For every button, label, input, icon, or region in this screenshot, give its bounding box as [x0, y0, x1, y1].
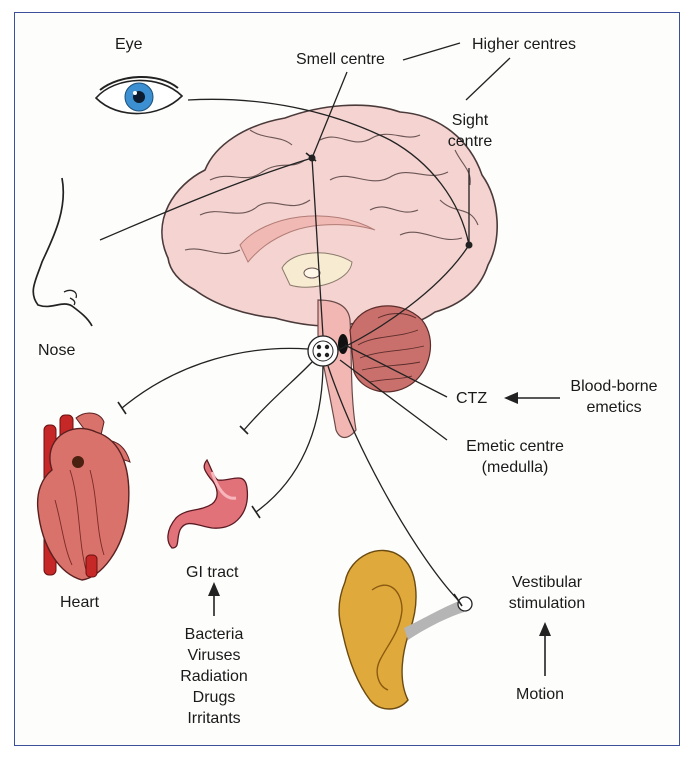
- gi-tract: [168, 460, 247, 548]
- heart: [38, 413, 130, 580]
- nose: [33, 178, 92, 326]
- sight-centre-line-2: centre: [440, 131, 500, 152]
- ear: [339, 550, 472, 709]
- nose-label: Nose: [38, 340, 75, 361]
- vestibular-stimulation-label: Vestibular stimulation: [492, 572, 602, 614]
- emetic-centre-node: [308, 336, 338, 366]
- ctz-spot: [338, 334, 348, 354]
- blood-borne-emetics-label: Blood-borne emetics: [562, 376, 666, 418]
- gi-cause-item: Irritants: [164, 708, 264, 729]
- cerebellum: [350, 306, 431, 392]
- brainstem: [318, 300, 356, 438]
- smell-centre-label: Smell centre: [296, 49, 385, 70]
- higher-centres-label: Higher centres: [472, 34, 576, 55]
- emetic-centre-line-1: Emetic centre: [450, 436, 580, 457]
- motion-label: Motion: [516, 684, 564, 705]
- blood-borne-line-1: Blood-borne: [562, 376, 666, 397]
- eye-label: Eye: [115, 34, 143, 55]
- emetic-centre-line-2: (medulla): [450, 457, 580, 478]
- vestibular-line-1: Vestibular: [492, 572, 602, 593]
- gi-cause-item: Radiation: [164, 666, 264, 687]
- gi-tract-label: GI tract: [186, 562, 238, 583]
- vestibular-line-2: stimulation: [492, 593, 602, 614]
- sight-centre-label: Sight centre: [440, 110, 500, 152]
- sight-centre-line-1: Sight: [440, 110, 500, 131]
- brain: [162, 105, 497, 437]
- ctz-label: CTZ: [456, 388, 487, 409]
- heart-label: Heart: [60, 592, 99, 613]
- gi-cause-item: Drugs: [164, 687, 264, 708]
- eye: [96, 77, 182, 114]
- gi-cause-item: Bacteria: [164, 624, 264, 645]
- gi-causes-list: Bacteria Viruses Radiation Drugs Irritan…: [164, 624, 264, 729]
- blood-borne-line-2: emetics: [562, 397, 666, 418]
- gi-cause-item: Viruses: [164, 645, 264, 666]
- emetic-centre-label: Emetic centre (medulla): [450, 436, 580, 478]
